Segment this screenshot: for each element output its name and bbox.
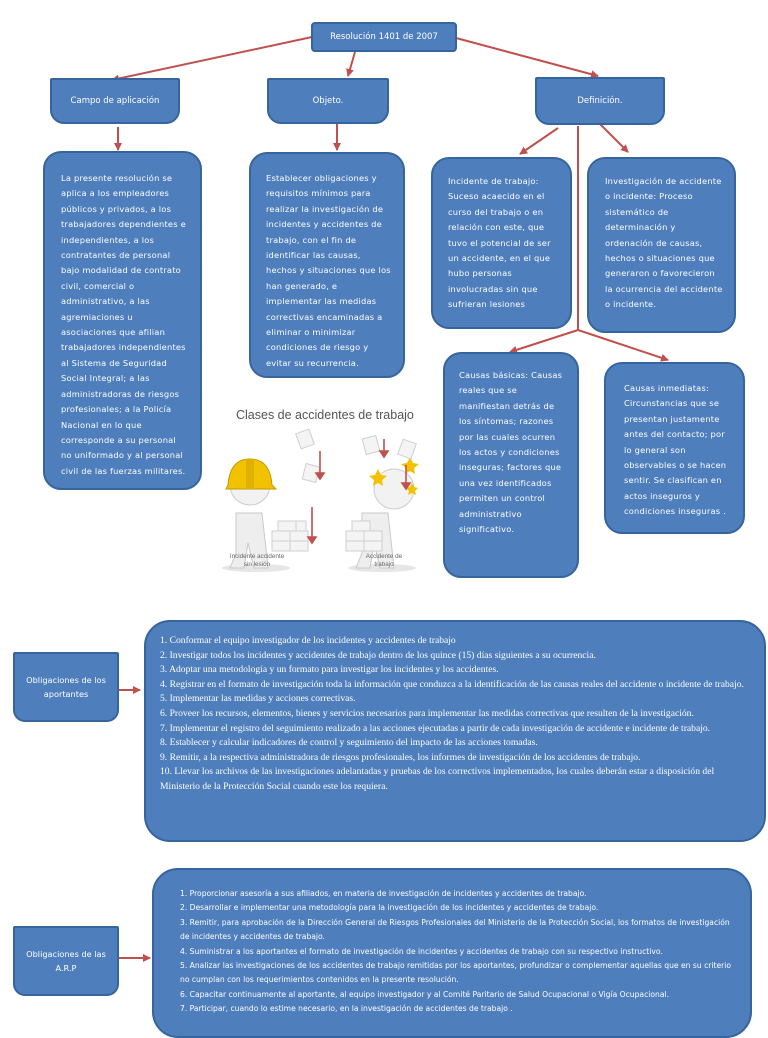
arp-list: 1. Proporcionar asesoría a sus afiliados… (152, 868, 752, 1038)
accidents-illustration: Clases de accidentes de trabajo (214, 403, 426, 573)
arrow-to-investigacion (599, 123, 629, 153)
title-box: Resolución 1401 de 2007 (311, 22, 457, 52)
aportantes-item-3: 3. Adoptar una metodología y un formato … (160, 664, 499, 676)
arrow-to-objeto (346, 51, 356, 77)
branch-objeto: Objeto. (267, 78, 389, 124)
aportantes-item-9: 9. Remitir, a la respectiva administrado… (160, 751, 641, 763)
aportantes-item-2: 2. Investigar todos los incidentes y acc… (160, 649, 596, 661)
illustration-title: Clases de accidentes de trabajo (236, 408, 414, 422)
incidente-box: Incidente de trabajo: Suceso acaecido en… (431, 157, 572, 329)
caption-right: Accidente de trabajo (365, 553, 403, 568)
arrow-to-incidente (519, 127, 559, 155)
arp-item-7: 7. Participar, cuando lo estime necesari… (180, 1004, 513, 1014)
incidente-text: Incidente de trabajo: Suceso acaecido en… (448, 176, 551, 310)
arp-label-box: Obligaciones de las A.R.P (13, 926, 119, 996)
aportantes-item-6: 6. Proveer los recursos, elementos, bien… (160, 707, 694, 719)
branch-definicion-label: Definición. (577, 96, 623, 106)
campo-box: La presente resolución se aplica a los e… (43, 151, 202, 490)
objeto-box: Establecer obligaciones y requisitos mín… (249, 152, 405, 378)
caption-left: Incidente accidente sin lesión (229, 553, 285, 568)
investigacion-text: Investigación de accidente o incidente: … (605, 176, 723, 310)
arrow-to-campo (111, 36, 313, 83)
arp-item-2: 2. Desarrollar e implementar una metodol… (180, 903, 599, 913)
investigacion-box: Investigación de accidente o incidente: … (587, 157, 736, 333)
arrow-to-inmediatas (577, 329, 669, 362)
arp-item-1: 1. Proporcionar asesoría a sus afiliados… (180, 889, 587, 898)
aportantes-item-4: 4. Registrar en el formato de investigac… (160, 678, 744, 690)
arp-item-6: 6. Capacitar continuamente al aportante,… (180, 989, 670, 999)
aportantes-label: Obligaciones de los aportantes (26, 675, 106, 699)
branch-objeto-label: Objeto. (312, 96, 344, 106)
aportantes-item-10: 10. Llevar los archivos de las investiga… (160, 766, 715, 792)
arrow-to-basicas (509, 329, 579, 354)
title-text: Resolución 1401 de 2007 (330, 32, 438, 42)
branch-campo: Campo de aplicación (50, 78, 180, 124)
arp-item-3: 3. Remitir, para aprobación de la Direcc… (180, 917, 730, 942)
aportantes-item-5: 5. Implementar las medidas y acciones co… (160, 693, 356, 705)
objeto-text: Establecer obligaciones y requisitos mín… (266, 173, 391, 368)
branch-definicion: Definición. (535, 77, 665, 125)
inmediatas-text: Causas inmediatas: Circunstancias que se… (624, 383, 727, 517)
inmediatas-box: Causas inmediatas: Circunstancias que se… (604, 362, 745, 534)
arrow-to-definicion (455, 37, 599, 79)
aportantes-item-7: 7. Implementar el registro del seguimien… (160, 722, 711, 734)
aportantes-list: 1. Conformar el equipo investigador de l… (144, 620, 766, 842)
campo-text: La presente resolución se aplica a los e… (61, 173, 186, 476)
illustration-figures (222, 428, 419, 572)
basicas-text: Causas básicas: Causas reales que se man… (459, 370, 563, 535)
basicas-box: Causas básicas: Causas reales que se man… (443, 352, 579, 578)
branch-campo-label: Campo de aplicación (70, 96, 160, 106)
aportantes-item-8: 8. Establecer y calcular indicadores de … (160, 737, 538, 749)
arp-item-5: 5. Analizar las investigaciones de los a… (180, 961, 732, 985)
aportantes-label-box: Obligaciones de los aportantes (13, 652, 119, 722)
aportantes-item-1: 1. Conformar el equipo investigador de l… (160, 635, 456, 646)
arp-item-4: 4. Suministrar a los aportantes el forma… (180, 946, 663, 956)
arp-label: Obligaciones de las A.R.P (26, 949, 106, 973)
